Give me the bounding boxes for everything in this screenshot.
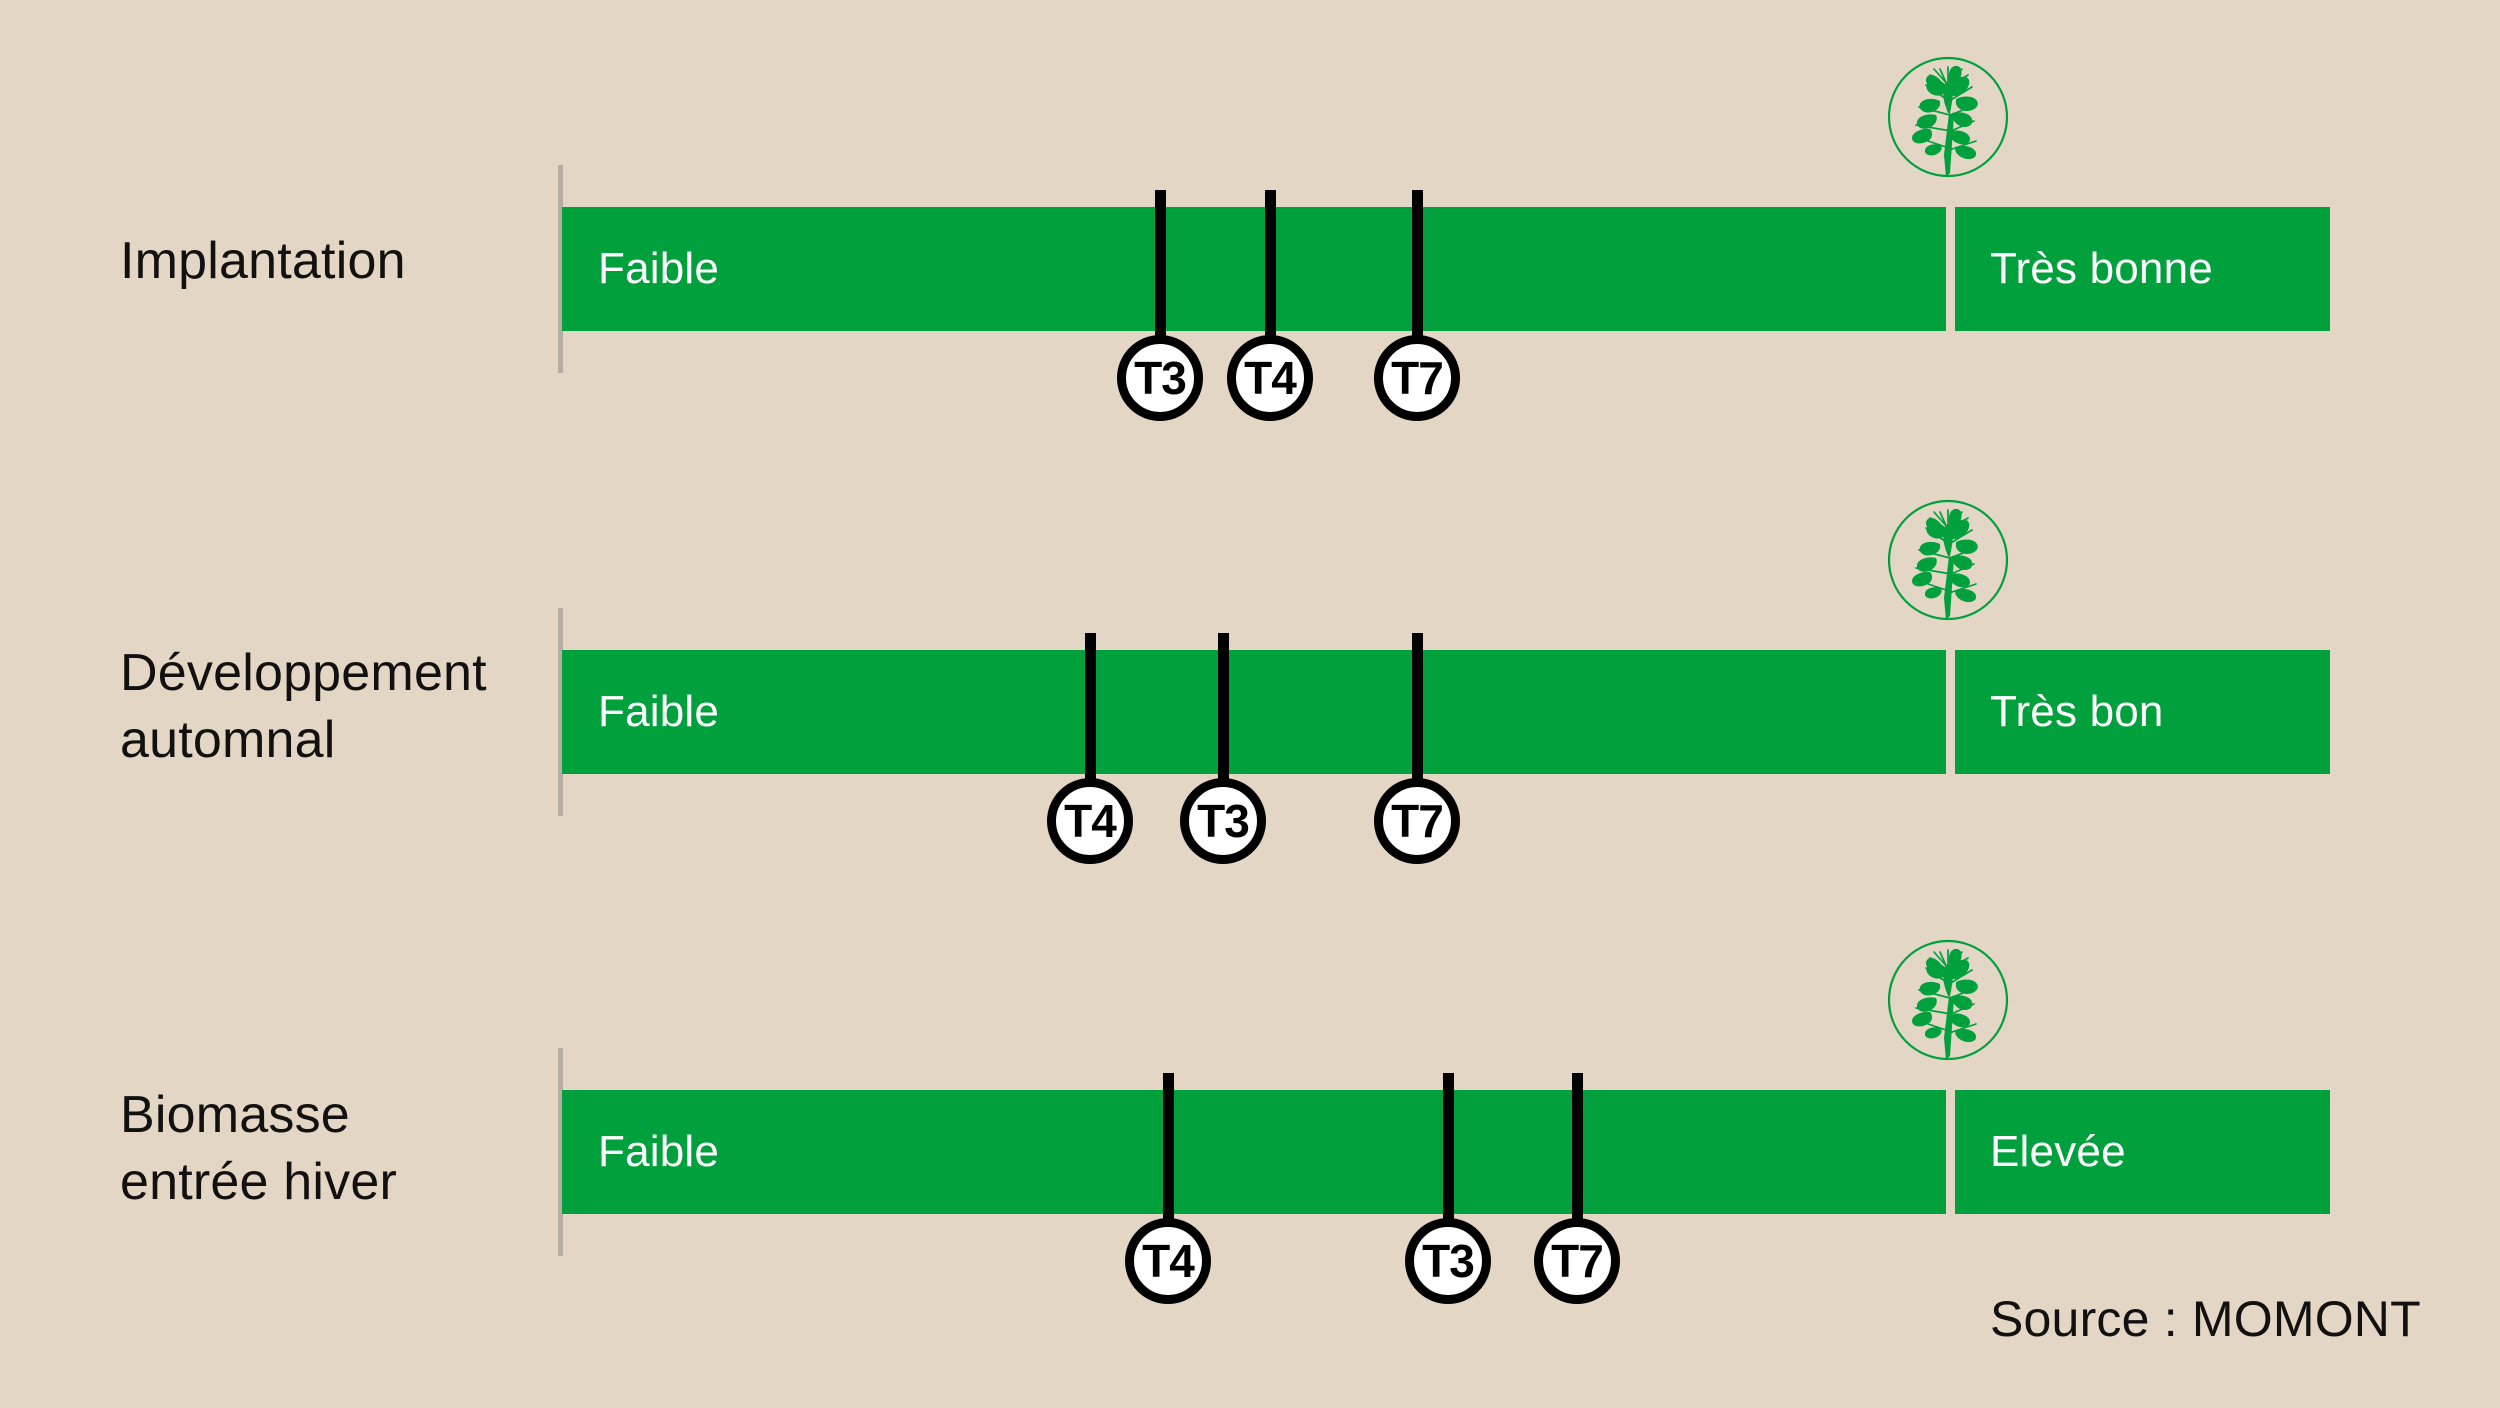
marker-tick-t3 xyxy=(1218,633,1229,783)
marker-badge-t4[interactable]: T4 xyxy=(1125,1218,1211,1304)
marker-badge-t7[interactable]: T7 xyxy=(1534,1218,1620,1304)
scale-divider xyxy=(1946,207,1955,331)
marker-tick-t7 xyxy=(1572,1073,1583,1223)
axis-line xyxy=(558,608,563,816)
row-label-biomasse-entree-hiver: Biomasse entrée hiver xyxy=(120,1086,397,1211)
marker-badge-t7[interactable]: T7 xyxy=(1374,778,1460,864)
row-label-developpement-automnal: Développement automnal xyxy=(120,644,487,769)
scale-high-label: Elevée xyxy=(1990,1127,2126,1176)
axis-line xyxy=(558,1048,563,1256)
scale-low-label: Faible xyxy=(598,1127,720,1176)
marker-badge-t7[interactable]: T7 xyxy=(1374,335,1460,421)
row-label-implantation: Implantation xyxy=(120,232,406,290)
marker-tick-t7 xyxy=(1412,633,1423,783)
scale-high-label: Très bon xyxy=(1990,687,2164,736)
marker-tick-t3 xyxy=(1155,190,1166,340)
scale-low-label: Faible xyxy=(598,687,720,736)
marker-tick-t7 xyxy=(1412,190,1423,340)
marker-tick-t3 xyxy=(1443,1073,1454,1223)
scale-high-label: Très bonne xyxy=(1990,244,2213,293)
marker-badge-t3[interactable]: T3 xyxy=(1405,1218,1491,1304)
rapeseed-plant-icon xyxy=(1886,938,2010,1062)
scale-bar-implantation: Faible Très bonne xyxy=(562,207,2330,331)
source-credit: Source : MOMONT xyxy=(1990,1291,2421,1347)
marker-tick-t4 xyxy=(1265,190,1276,340)
rapeseed-plant-icon xyxy=(1886,55,2010,179)
scale-low-label: Faible xyxy=(598,244,720,293)
scale-divider xyxy=(1946,650,1955,774)
marker-tick-t4 xyxy=(1085,633,1096,783)
scale-bar-developpement-automnal: Faible Très bon xyxy=(562,650,2330,774)
scale-divider xyxy=(1946,1090,1955,1214)
marker-badge-t3[interactable]: T3 xyxy=(1180,778,1266,864)
axis-line xyxy=(558,165,563,373)
marker-tick-t4 xyxy=(1163,1073,1174,1223)
marker-badge-t4[interactable]: T4 xyxy=(1227,335,1313,421)
rapeseed-plant-icon xyxy=(1886,498,2010,622)
marker-badge-t4[interactable]: T4 xyxy=(1047,778,1133,864)
marker-badge-t3[interactable]: T3 xyxy=(1117,335,1203,421)
